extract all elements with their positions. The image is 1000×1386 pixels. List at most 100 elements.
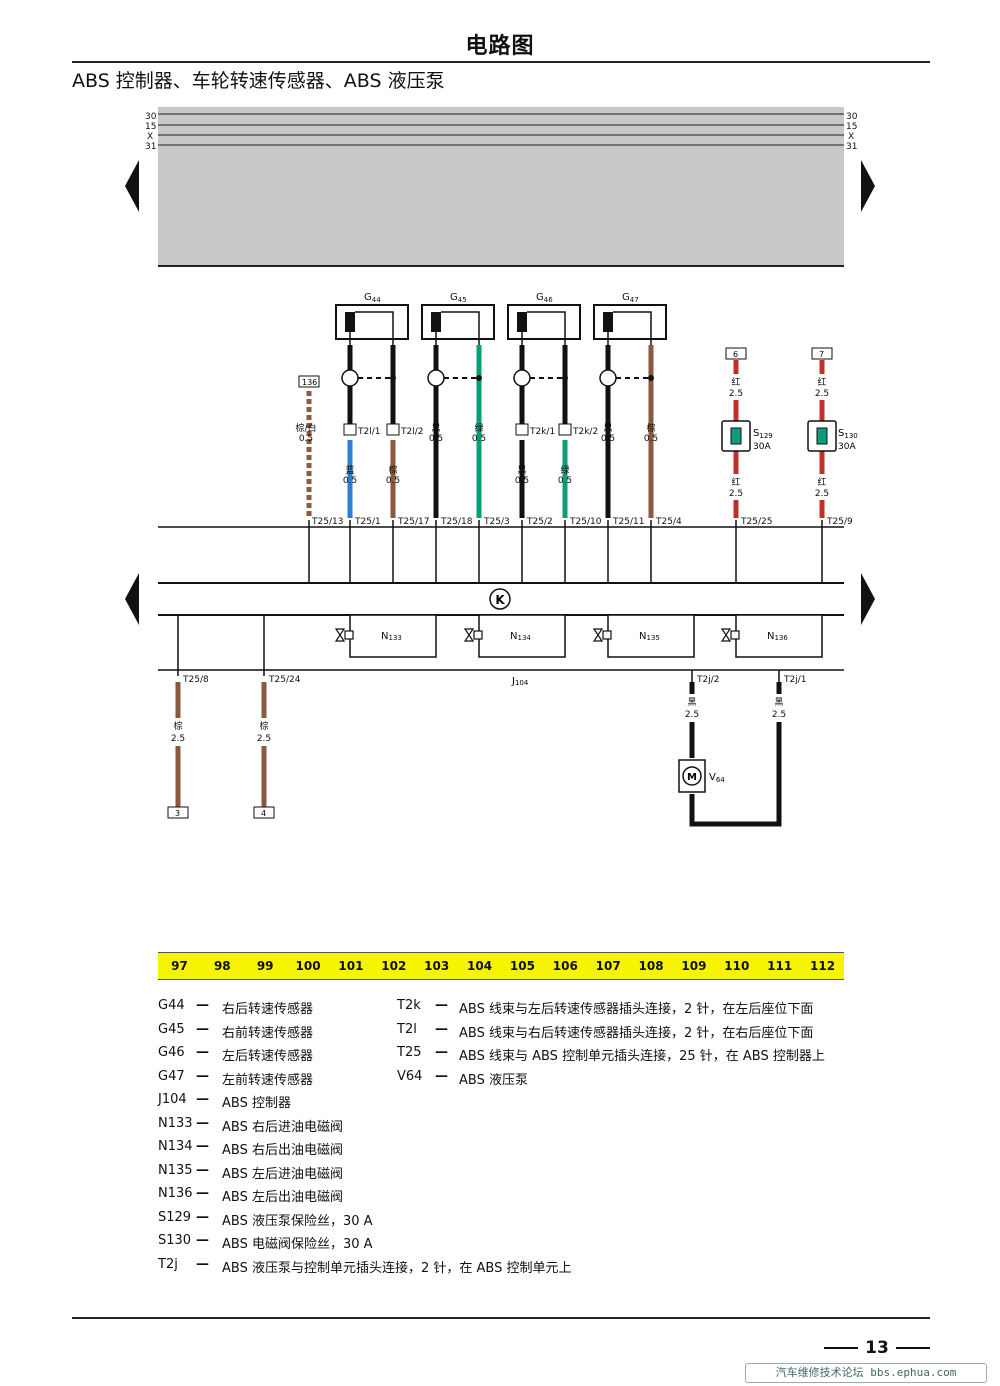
wire-lower-1-size: 2.5	[171, 734, 185, 744]
pin-t25-2: T25/2	[526, 517, 553, 527]
legend-code: J104	[158, 1092, 187, 1107]
legend-description: ABS 液压泵	[459, 1072, 528, 1088]
wire-label-6-size: 0.5	[515, 476, 529, 486]
fuse-s129-name: S129	[753, 428, 773, 440]
k-symbol: K	[495, 593, 505, 607]
legend-dash: —	[196, 1115, 209, 1131]
valve-n136-label: N136	[767, 631, 788, 642]
wire-lower-1-color: 棕	[173, 720, 182, 732]
track-number: 109	[681, 959, 707, 973]
wire-lower-3-size: 2.5	[685, 710, 699, 720]
connector-t2l2: T2l/2	[400, 427, 423, 437]
legend-description: ABS 右后进油电磁阀	[222, 1119, 343, 1135]
legend-dash: —	[196, 1186, 209, 1201]
track-number: 112	[810, 959, 836, 973]
wire-label-7-size: 0.5	[558, 476, 572, 486]
sensor-g44-label: G44	[364, 292, 381, 304]
track-number: 104	[467, 959, 493, 973]
track-number: 111	[767, 959, 793, 973]
wire-label-2-color: 蓝	[345, 464, 354, 476]
rail-label-left-30: 30	[145, 112, 157, 122]
legend-description: 右后转速传感器	[222, 1002, 314, 1017]
sensor-g47-label: G47	[622, 292, 639, 304]
legend-description: ABS 左后进油电磁阀	[222, 1166, 343, 1182]
legend-dash: —	[196, 1139, 209, 1154]
terminal-136	[298, 375, 320, 388]
k-symbol-circle	[489, 588, 511, 610]
fuse-s129-wire-color-top: 红	[731, 376, 740, 388]
wire-label-4-color: 黑	[431, 423, 440, 434]
wire-lower-2-size: 2.5	[257, 734, 271, 744]
wire-lower-3-color: 黑	[687, 697, 696, 708]
rail-label-right-30: 30	[846, 112, 858, 122]
fuse-s129-wire-color-bottom: 红	[731, 476, 740, 488]
pump-motor-icon	[682, 766, 702, 786]
legend-dash: —	[196, 998, 209, 1013]
track-number: 100	[295, 959, 321, 973]
rail-label-left-15: 15	[145, 122, 156, 132]
wire-label-9-size: 0.5	[644, 434, 658, 444]
legend-dash: —	[196, 1068, 209, 1084]
track-number: 99	[256, 959, 274, 973]
nav-arrow-left-lower	[125, 573, 139, 625]
pin-t2j-1: T2j/1	[783, 675, 806, 685]
fuse-s129-wire-size-top: 2.5	[729, 389, 743, 399]
watermark: 汽车维修技术论坛 bbs.ephua.com	[745, 1363, 987, 1383]
legend-description: ABS 液压泵与控制单元插头连接，2 针，在 ABS 控制单元上	[222, 1260, 572, 1276]
track-number: 103	[424, 959, 450, 973]
rail-label-left-x: X	[147, 132, 153, 142]
legend-code: S130	[158, 1233, 192, 1248]
legend-description: 右前转速传感器	[222, 1025, 314, 1041]
legend-description: ABS 电磁阀保险丝，30 A	[222, 1237, 373, 1252]
sensor-g45-label: G45	[450, 292, 467, 304]
pin-t25-10: T25/10	[569, 517, 602, 527]
legend-code: N136	[158, 1186, 193, 1201]
sensor-g46-label: G46	[536, 292, 553, 304]
legend-dash: —	[196, 1045, 209, 1060]
terminal-4	[253, 806, 275, 819]
pin-t25-11: T25/11	[612, 517, 644, 527]
nav-arrow-left-upper	[125, 160, 139, 212]
wire-label-1-size: 0.5	[299, 434, 313, 444]
valve-n134-label: N134	[510, 631, 531, 642]
power-rails	[158, 113, 844, 146]
page-number: 13	[824, 1338, 930, 1358]
rail-label-left-31: 31	[145, 142, 156, 152]
pin-t25-24: T25/24	[268, 675, 301, 685]
legend-code: G44	[158, 998, 185, 1013]
legend-code: G46	[158, 1045, 185, 1060]
legend-code: S129	[158, 1209, 192, 1225]
legend-code: N134	[158, 1139, 193, 1154]
legend-code: T2k	[397, 998, 421, 1013]
pin-t25-25: T25/25	[740, 517, 772, 527]
valve-n135-label: N135	[639, 631, 660, 642]
wire-label-7-color: 绿	[560, 464, 569, 476]
legend-dash: —	[196, 1233, 209, 1248]
track-number: 101	[338, 959, 364, 973]
fuse-s130-rating: 30A	[838, 442, 856, 452]
footer-rule	[72, 1317, 930, 1319]
wire-label-2-size: 0.5	[343, 476, 357, 486]
legend-code: G47	[158, 1068, 185, 1084]
legend-entry: G47—左前转速传感器	[158, 1069, 398, 1093]
page-number-value: 13	[865, 1338, 889, 1358]
legend-dash: —	[435, 1068, 448, 1084]
pin-t25-13: T25/13	[311, 517, 343, 527]
wire-lower-4-size: 2.5	[772, 710, 786, 720]
legend-description: ABS 液压泵保险丝，30 A	[222, 1213, 373, 1229]
terminal-3-label: 3	[175, 809, 180, 818]
wire-label-3-size: 0.5	[386, 476, 400, 486]
connector-t2k1: T2k/1	[529, 427, 555, 437]
sensor-coils	[345, 312, 613, 332]
page-number-bar-left	[824, 1347, 858, 1349]
legend-entry: G45—右前转速传感器	[158, 1022, 398, 1046]
track-number: 107	[595, 959, 621, 973]
legend-dash: —	[196, 1162, 209, 1178]
track-number: 98	[213, 959, 231, 973]
legend-entry: V64—ABS 液压泵	[397, 1069, 847, 1093]
pin-t25-3: T25/3	[483, 517, 510, 527]
fuse-s130-terminal: 7	[819, 350, 824, 359]
pin-t25-8: T25/8	[182, 675, 209, 685]
